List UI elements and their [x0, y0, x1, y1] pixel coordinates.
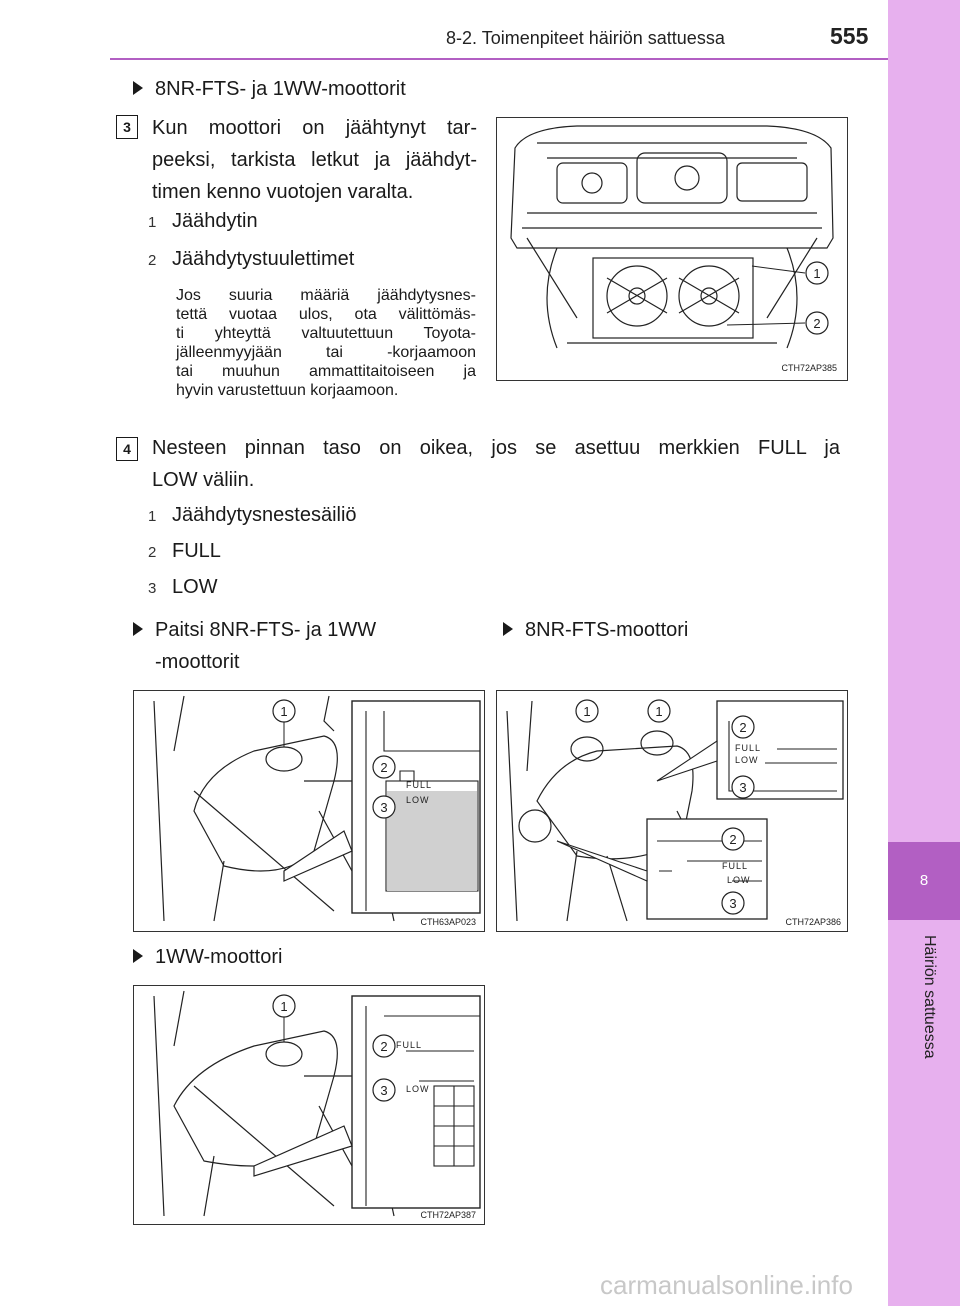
engine-bay-figure: 1 2 CTH72AP385 [496, 117, 848, 381]
heading-text: 1WW-moottori [155, 946, 283, 968]
variant-heading-right: 8NR-FTS-moottori [503, 613, 688, 647]
item-number: 3 [148, 580, 157, 597]
figure-code: CTH72AP386 [785, 917, 841, 927]
item-number: 2 [148, 544, 157, 561]
low-mark: LOW [406, 1084, 430, 1094]
callout-label: 1 [813, 266, 820, 281]
callout-label: 3 [380, 800, 387, 815]
list-item: 1 Jäähdytin [148, 210, 258, 233]
watermark: carmanualsonline.info [600, 1270, 853, 1300]
list-item: 2 FULL [148, 540, 221, 563]
reservoir-illustration-left: FULL LOW 1 2 3 CTH63AP023 [153, 695, 481, 927]
step3-line: timen kenno vuotojen varalta. [152, 181, 414, 203]
note-line: Jos suuria määriä jäähdytysnes- [176, 287, 476, 304]
item-number: 1 [148, 508, 157, 525]
engine-bay-illustration: 1 2 CTH72AP385 [510, 125, 837, 373]
figure-code: CTH72AP385 [781, 363, 837, 373]
note-line: jälleenmyyjään tai -korjaamoon [176, 344, 476, 361]
step4-text: Nesteen pinnan taso on oikea, jos se ase… [152, 432, 840, 496]
step-number-badge: 3 [116, 115, 138, 139]
header-divider [110, 58, 888, 60]
figure-code: CTH72AP387 [420, 1210, 476, 1220]
variant-heading-bottom: 1WW-moottori [133, 940, 282, 974]
item-label: LOW [172, 576, 218, 598]
callout-label: 1 [280, 704, 287, 719]
heading-text: 8NR-FTS- ja 1WW-moottorit [155, 78, 406, 100]
step-number-badge: 4 [116, 437, 138, 461]
list-item: 3 LOW [148, 576, 218, 599]
low-mark: LOW [406, 795, 430, 805]
callout-label: 3 [739, 780, 746, 795]
full-mark-lower: FULL [722, 861, 748, 871]
callout-label: 1 [583, 704, 590, 719]
heading-text: 8NR-FTS-moottori [525, 619, 689, 641]
heading-text: Paitsi 8NR-FTS- ja 1WW [155, 619, 377, 641]
reservoir-figure-right: FULL LOW FULL LOW 1 1 2 3 2 3 CTH72AP386 [496, 690, 848, 932]
callout-label: 2 [813, 316, 820, 331]
callout-label: 1 [655, 704, 662, 719]
list-item: 1 Jäähdytysnestesäiliö [148, 504, 357, 527]
note-line: tai muuhun ammattitaitoiseen ja [176, 363, 476, 380]
variant-heading-left: Paitsi 8NR-FTS- ja 1WW [133, 613, 376, 647]
figure-code: CTH63AP023 [420, 917, 476, 927]
reservoir-illustration-right: FULL LOW FULL LOW 1 1 2 3 2 3 CTH72AP386 [506, 699, 844, 927]
item-label: Jäähdytysnestesäiliö [172, 504, 357, 526]
triangle-bullet-icon [133, 948, 143, 963]
low-mark: LOW [735, 755, 759, 765]
callout-2 [805, 311, 829, 335]
note-line: ti yhteyttä valtuutettuun Toyota- [176, 325, 476, 342]
triangle-bullet-icon [133, 621, 143, 636]
item-number: 1 [148, 214, 157, 231]
low-mark-lower: LOW [727, 875, 751, 885]
triangle-bullet-icon [503, 621, 513, 636]
chapter-label: Häiriön sattuessa [921, 935, 938, 1059]
step3-text: Kun moottori on jäähtynyt tar- peeksi, t… [152, 112, 477, 208]
full-mark: FULL [396, 1040, 422, 1050]
item-number: 2 [148, 252, 157, 269]
full-mark: FULL [406, 780, 432, 790]
list-item: 2 Jäähdytystuulettimet [148, 248, 354, 271]
section-title: 8-2. Toimenpiteet häiriön sattuessa [446, 28, 725, 48]
chapter-number-tab[interactable]: 8 [888, 842, 960, 920]
callout-label: 2 [380, 760, 387, 775]
callout-label: 1 [280, 999, 287, 1014]
item-label: Jäähdytin [172, 210, 258, 232]
reservoir-figure-left: FULL LOW 1 2 3 CTH63AP023 [133, 690, 485, 932]
note-line: hyvin varustettuun korjaamoon. [176, 382, 399, 399]
step4-line: LOW väliin. [152, 469, 255, 491]
page-number: 555 [830, 23, 869, 49]
callout-1 [805, 261, 829, 285]
callout-label: 3 [380, 1083, 387, 1098]
step3-line: peeksi, tarkista letkut ja jäähdyt- [152, 149, 477, 171]
triangle-bullet-icon [133, 80, 143, 95]
callout-label: 2 [380, 1039, 387, 1054]
callout-label: 3 [729, 896, 736, 911]
callout-label: 2 [739, 720, 746, 735]
item-label: Jäähdytystuulettimet [172, 248, 355, 270]
step4-line: Nesteen pinnan taso on oikea, jos se ase… [152, 437, 840, 459]
warning-note: Jos suuria määriä jäähdytysnes- tettä vu… [176, 286, 476, 400]
step3-line: Kun moottori on jäähtynyt tar- [152, 117, 477, 139]
reservoir-illustration-bottom: FULL LOW 1 2 3 CTH72AP387 [153, 990, 481, 1220]
callout-label: 2 [729, 832, 736, 847]
item-label: FULL [172, 540, 221, 562]
engine-variant-heading: 8NR-FTS- ja 1WW-moottorit [133, 72, 406, 106]
full-mark: FULL [735, 743, 761, 753]
chapter-sidebar: 8 Häiriön sattuessa [888, 0, 960, 1306]
note-line: tettä vuotaa ulos, ota välittömäs- [176, 306, 476, 323]
reservoir-figure-bottom: FULL LOW 1 2 3 CTH72AP387 [133, 985, 485, 1225]
variant-heading-left-cont: -moottorit [155, 651, 240, 673]
